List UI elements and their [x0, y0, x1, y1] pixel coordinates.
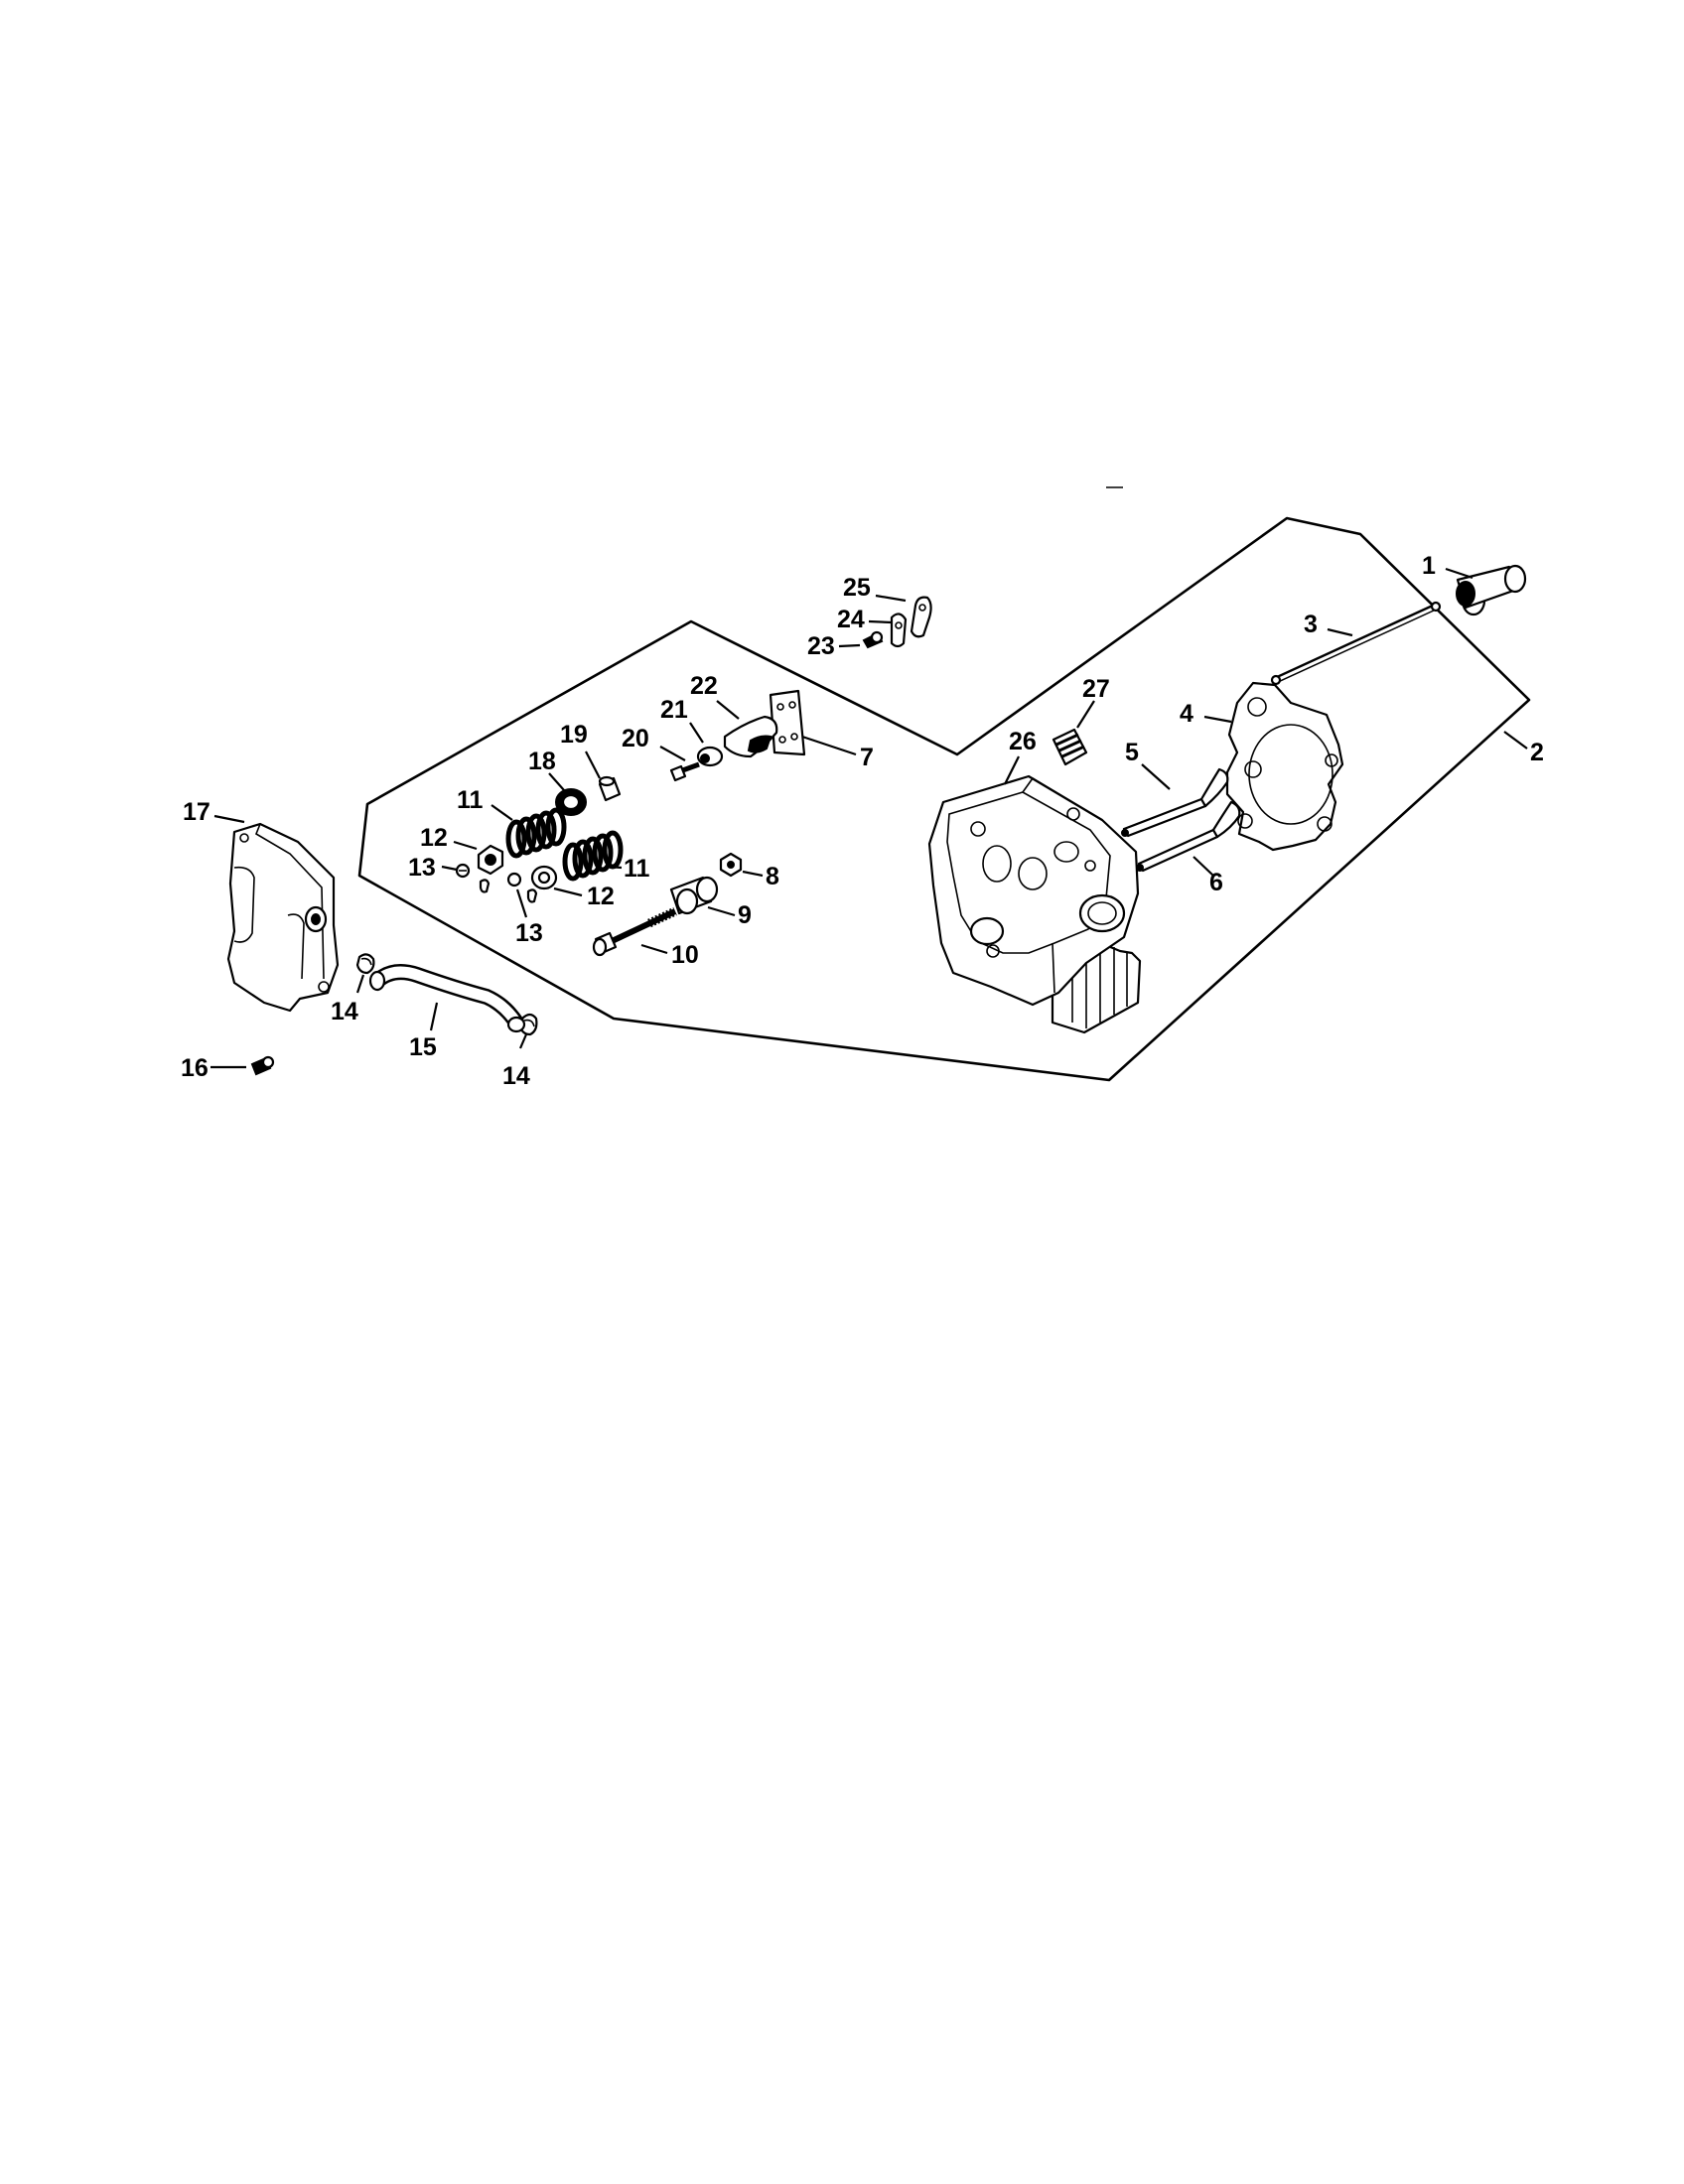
- callout-8: 8: [766, 863, 779, 890]
- leader-3: [1327, 627, 1353, 637]
- part-14-clamp-lower: [518, 1013, 538, 1036]
- leader-10: [640, 943, 668, 955]
- callout-14-lower: 14: [502, 1062, 530, 1090]
- leader-17: [213, 814, 245, 824]
- part-13-keeper-upper-b: [479, 879, 491, 893]
- part-8-nut: [719, 852, 743, 878]
- leader-12a: [453, 840, 478, 851]
- part-21-pivot: [696, 746, 724, 767]
- part-25-bracket: [910, 596, 932, 638]
- callout-2: 2: [1530, 739, 1544, 766]
- callout-17: 17: [183, 798, 210, 826]
- leader-14b: [518, 1033, 528, 1049]
- leader-11a: [491, 804, 513, 821]
- callout-16: 16: [181, 1054, 209, 1082]
- callout-6: 6: [1209, 869, 1223, 896]
- leader-14a: [355, 974, 365, 994]
- callout-22: 22: [690, 672, 718, 700]
- leader-8: [742, 870, 764, 878]
- part-27-spark-plug: [1052, 728, 1088, 766]
- leader-6: [1193, 856, 1214, 877]
- leader-21: [689, 722, 704, 744]
- part-11-valve-spring-upper: [505, 807, 567, 859]
- callout-7: 7: [860, 744, 874, 771]
- leader-15: [429, 1002, 439, 1031]
- leader-19: [585, 751, 601, 779]
- leader-26: [1004, 755, 1020, 785]
- leader-22: [716, 700, 740, 720]
- callout-26: 26: [1009, 728, 1037, 755]
- part-13-keeper-upper: [455, 863, 471, 879]
- callout-10: 10: [671, 941, 699, 969]
- leader-5: [1141, 763, 1171, 790]
- leader-11b: [607, 865, 623, 870]
- leader-20: [659, 746, 686, 761]
- part-1-tappet: [1456, 564, 1527, 616]
- callout-5: 5: [1125, 739, 1139, 766]
- leader-9: [707, 905, 736, 917]
- part-17-valve-cover: [226, 822, 340, 1013]
- callout-13-upper: 13: [408, 854, 436, 882]
- callout-24: 24: [837, 606, 865, 633]
- callout-1: 1: [1422, 552, 1436, 580]
- part-4-head-gasket: [1225, 681, 1344, 852]
- part-22-rocker-arm: [723, 715, 778, 758]
- leader-13b: [515, 888, 528, 918]
- part-12-retainer-lower: [530, 865, 558, 890]
- part-9-bushing: [669, 876, 719, 915]
- callout-23: 23: [807, 632, 835, 660]
- part-3-push-rod: [1270, 601, 1442, 686]
- part-13-keeper-lower: [506, 872, 538, 903]
- leader-13a: [441, 865, 458, 872]
- part-14-clamp-upper: [355, 953, 375, 975]
- callout-19: 19: [560, 721, 588, 749]
- part-16-screw: [250, 1055, 275, 1076]
- callout-14-upper: 14: [331, 998, 358, 1025]
- callout-18: 18: [528, 748, 556, 775]
- leader-23: [838, 643, 861, 648]
- callout-3: 3: [1304, 611, 1318, 638]
- callout-13-lower: 13: [515, 919, 543, 947]
- part-11-valve-spring-lower: [562, 830, 624, 882]
- leader-7: [801, 735, 857, 756]
- callout-27: 27: [1082, 675, 1110, 703]
- leader-12b: [553, 887, 583, 897]
- assembly-boundary-outline: [357, 516, 1531, 1082]
- callout-20: 20: [622, 725, 649, 752]
- part-10-stud-bolt: [592, 906, 677, 957]
- callout-4: 4: [1180, 700, 1193, 728]
- part-19-cap: [598, 775, 622, 802]
- leader-2: [1503, 731, 1528, 750]
- leader-24: [868, 619, 893, 624]
- part-15-breather-hose: [368, 964, 526, 1033]
- leader-25: [875, 594, 907, 603]
- leader-18: [548, 772, 565, 791]
- callout-15: 15: [409, 1033, 437, 1061]
- part-6-exhaust-valve: [1136, 800, 1241, 873]
- callout-12-upper: 12: [420, 824, 448, 852]
- callout-11-upper: 11: [457, 786, 484, 814]
- part-24-lock-plate: [890, 613, 908, 648]
- callout-21: 21: [660, 696, 688, 724]
- part-23-screw: [862, 630, 884, 649]
- callout-11-lower: 11: [624, 855, 650, 883]
- callout-12-lower: 12: [587, 883, 615, 910]
- callout-9: 9: [738, 901, 752, 929]
- part-12-retainer-upper: [477, 844, 504, 876]
- part-26-cylinder-head: [927, 774, 1142, 1034]
- leader-27: [1076, 700, 1095, 729]
- leader-4: [1203, 715, 1232, 724]
- callout-25: 25: [843, 574, 871, 602]
- leader-1: [1445, 567, 1474, 580]
- part-18-retainer: [555, 788, 587, 816]
- part-5-intake-valve: [1121, 767, 1229, 838]
- part-20-stud: [669, 761, 700, 782]
